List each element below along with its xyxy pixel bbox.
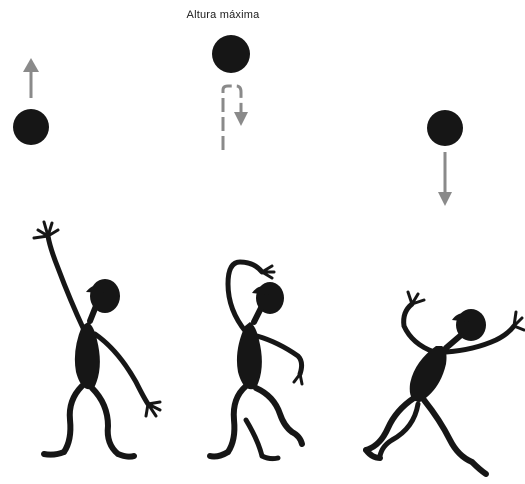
panel-rising	[13, 58, 160, 457]
stick-figure-throwing	[34, 222, 160, 457]
ball-falling	[427, 110, 463, 146]
ball-max-height	[212, 35, 250, 73]
up-arrow-icon	[23, 58, 39, 98]
stick-figure-watching	[210, 262, 302, 459]
panel-max-height	[210, 35, 302, 459]
ball-rising	[13, 109, 49, 145]
stick-figure-catching	[366, 292, 524, 474]
panel-falling	[366, 110, 524, 474]
down-arrow-icon	[438, 152, 452, 206]
turnaround-arrow-icon	[223, 86, 248, 150]
